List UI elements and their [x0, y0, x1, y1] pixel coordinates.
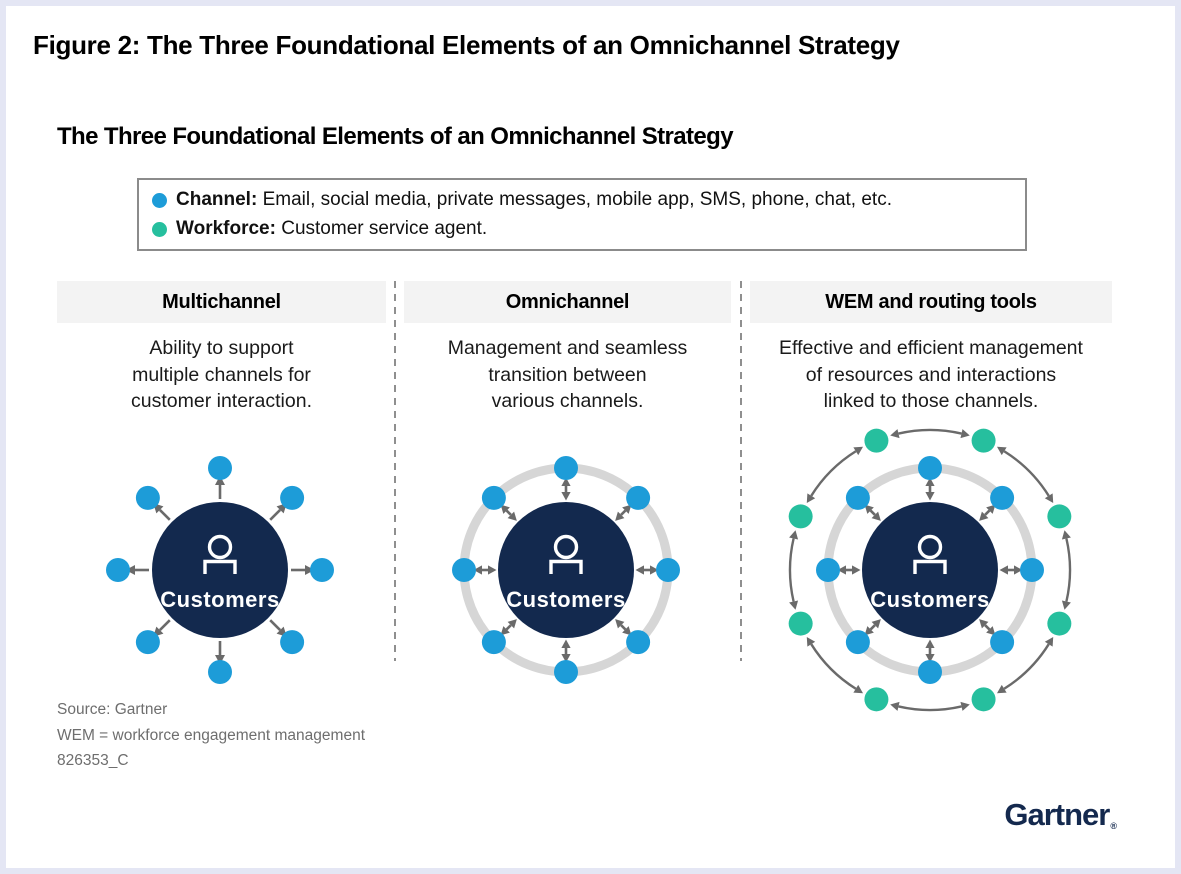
legend-label-channel: Channel: [176, 189, 258, 210]
legend-box: Channel: Email, social media, private me… [137, 178, 1027, 251]
figure-title: Figure 2: The Three Foundational Element… [33, 30, 900, 60]
column-header-multichannel: Multichannel [57, 281, 386, 323]
legend-value-channel: Email, social media, private messages, m… [262, 189, 892, 210]
source-line: Source: Gartner [57, 701, 168, 718]
registered-mark-icon: ® [1110, 821, 1117, 831]
column-description-omnichannel: Management and seamless transition betwe… [447, 337, 688, 412]
legend-text: Workforce: Customer service agent. [176, 218, 487, 240]
legend-value-workforce: Customer service agent. [281, 218, 488, 239]
footer-notes: Source: Gartner WEM = workforce engageme… [57, 697, 365, 774]
column-header-wem: WEM and routing tools [750, 281, 1112, 323]
workforce-dot-icon [152, 221, 167, 237]
column-description-wem: Effective and efficient management of re… [779, 337, 1083, 412]
legend-label-workforce: Workforce: [176, 218, 276, 239]
legend-item-channel: Channel: Email, social media, private me… [152, 189, 1025, 211]
chart-title: The Three Foundational Elements of an Om… [57, 123, 734, 150]
gartner-logo: Gartner® [950, 797, 1117, 833]
gartner-logo-text: Gartner [1004, 797, 1110, 832]
column-divider [740, 281, 742, 661]
document-id: 826353_C [57, 752, 129, 769]
column-header-omnichannel: Omnichannel [404, 281, 731, 323]
column-description-multichannel: Ability to support multiple channels for… [131, 337, 312, 412]
channel-dot-icon [152, 192, 167, 208]
legend-item-workforce: Workforce: Customer service agent. [152, 218, 1025, 240]
column-divider [394, 281, 396, 661]
legend-text: Channel: Email, social media, private me… [176, 189, 892, 211]
wem-definition-line: WEM = workforce engagement management [57, 726, 365, 744]
